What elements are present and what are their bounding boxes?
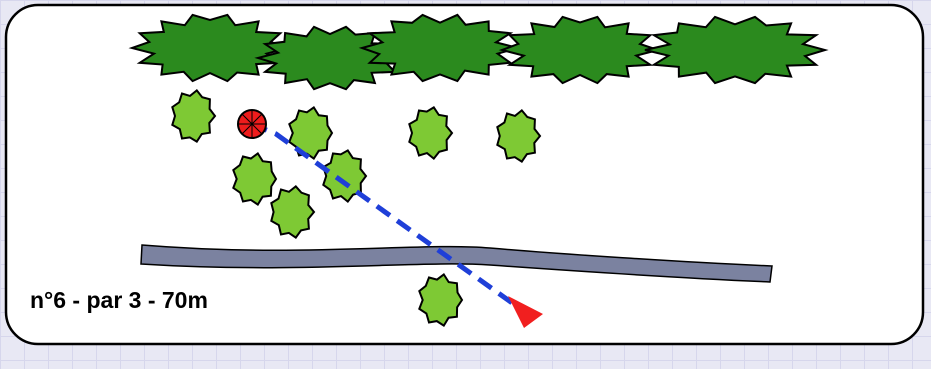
tee-target-icon: [237, 109, 267, 139]
bush-icon: [496, 109, 542, 163]
bush-icon: [322, 149, 368, 204]
tree-canopy-icon: [358, 13, 522, 83]
tree-canopy-icon: [498, 15, 662, 85]
hole-info-label: n°6 - par 3 - 70m: [30, 287, 208, 313]
bush-icon: [232, 151, 278, 207]
bush-icon: [171, 88, 217, 143]
tree-line: [128, 13, 829, 91]
bush-icon: [288, 105, 334, 161]
basket-arrow-icon: [508, 296, 543, 328]
tree-canopy-icon: [644, 15, 829, 85]
bush-group: [171, 88, 542, 327]
bush-icon: [270, 185, 316, 239]
tree-canopy-icon: [128, 13, 292, 83]
path-road: [140, 244, 773, 283]
bush-icon: [418, 272, 464, 327]
bush-icon: [408, 106, 454, 161]
tree-canopy-icon: [254, 25, 406, 91]
